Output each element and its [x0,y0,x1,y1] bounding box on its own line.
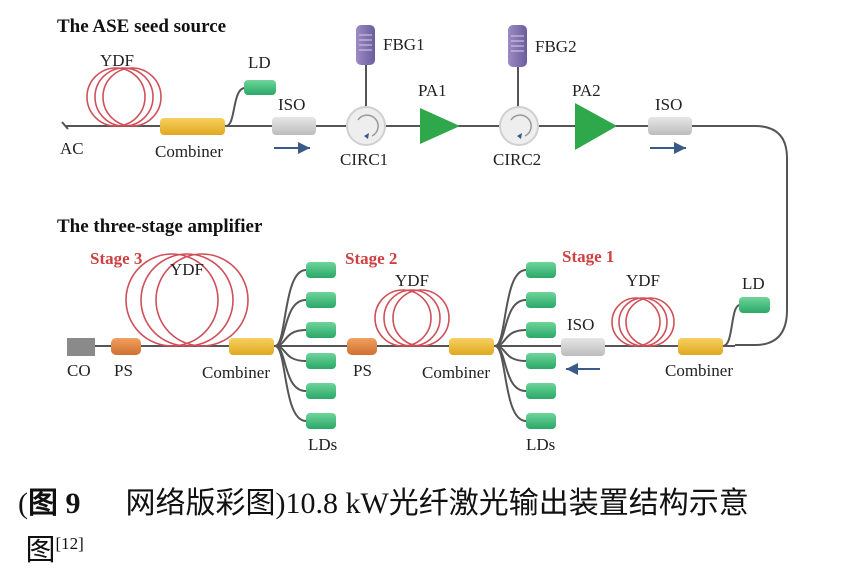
laser-diode [526,383,556,399]
ydf-coil-stage1 [611,297,675,347]
amp-section-title: The three-stage amplifier [57,216,263,237]
fbg1-label: FBG1 [383,35,425,54]
ydf-label-seed: YDF [100,51,134,70]
lds-label-stage3: LDs [308,435,337,454]
laser-diode [306,353,336,369]
combiner-seed [160,118,225,135]
ydf-label-stage2: YDF [395,271,429,290]
isolator-2 [648,117,692,135]
laser-diode [306,292,336,308]
lds-label-stage2: LDs [526,435,555,454]
isolator-amp [561,338,605,356]
preamplifier-2 [575,103,617,150]
iso-label-amp: ISO [567,315,594,334]
stage1-label: Stage 1 [562,247,614,266]
laser-diode [306,413,336,429]
ld-bank-stage3 [274,262,336,429]
iso-label-1: ISO [278,95,305,114]
caption-line2: 图 [25,534,56,567]
seed-to-amp-fiber [692,125,788,346]
ld-pump-fiber-stage1 [722,304,741,347]
pump-stripper-3 [111,338,141,355]
combiner-stage2 [449,338,494,355]
ld-bank-stage2 [494,262,556,429]
ps2-label: PS [353,361,372,380]
ps3-label: PS [114,361,133,380]
laser-diode [306,383,336,399]
laser-diode [306,262,336,278]
pa1-label: PA1 [418,81,447,100]
combiner-label-seed: Combiner [155,142,223,161]
caption-reference: [12] [55,534,84,553]
fbg1-grating [359,34,372,51]
laser-diode [306,322,336,338]
ld-label-seed: LD [248,53,271,72]
co-label: CO [67,361,91,380]
pump-stripper-2 [347,338,377,355]
combiner-label-stage2: Combiner [422,363,490,382]
ydf-coil-stage3 [125,253,249,347]
circulator-2 [499,106,539,146]
combiner-stage3 [229,338,274,355]
caption-prefix: ( [18,487,28,520]
pa2-label: PA2 [572,81,601,100]
cladding-output [67,338,95,356]
combiner-label-stage1: Combiner [665,361,733,380]
fbg2-label: FBG2 [535,37,577,56]
fiber-laser-diagram: The ASE seed source AC YDF Combiner LD I… [57,16,788,454]
ydf-coil-seed [86,67,162,127]
laser-diode [526,292,556,308]
ydf-label-stage1: YDF [626,271,660,290]
laser-diode [526,413,556,429]
circulator-1 [346,106,386,146]
combiner-stage1 [678,338,723,355]
isolator-1 [272,117,316,135]
laser-diode [526,353,556,369]
preamplifier-1 [420,108,460,144]
ydf-coil-stage2 [374,289,450,347]
stage3-label: Stage 3 [90,249,142,268]
caption-fig-number: 图 9 [28,487,81,520]
circ1-label: CIRC1 [340,150,388,169]
ld-pump-fiber-seed [225,87,246,127]
laser-diode [526,322,556,338]
ac-label: AC [60,139,84,158]
combiner-label-stage3: Combiner [202,363,270,382]
circ2-label: CIRC2 [493,150,541,169]
angle-cleave-icon [61,121,69,130]
iso-label-2: ISO [655,95,682,114]
fbg2-grating [511,35,524,52]
seed-section-title: The ASE seed source [57,16,226,37]
ld-pump-fiber [494,345,527,422]
figure-caption: (图 9 网络版彩图)10.8 kW光纤激光输出装置结构示意 图[12] [18,484,838,571]
ydf-label-stage3: YDF [170,260,204,279]
ld-seed [244,80,276,95]
ld-label-stage1: LD [742,274,765,293]
ld-pump-fiber [274,345,307,422]
ld-stage1 [739,297,770,313]
caption-text: 网络版彩图)10.8 kW光纤激光输出装置结构示意 [125,487,749,520]
laser-diode [526,262,556,278]
stage2-label: Stage 2 [345,249,397,268]
